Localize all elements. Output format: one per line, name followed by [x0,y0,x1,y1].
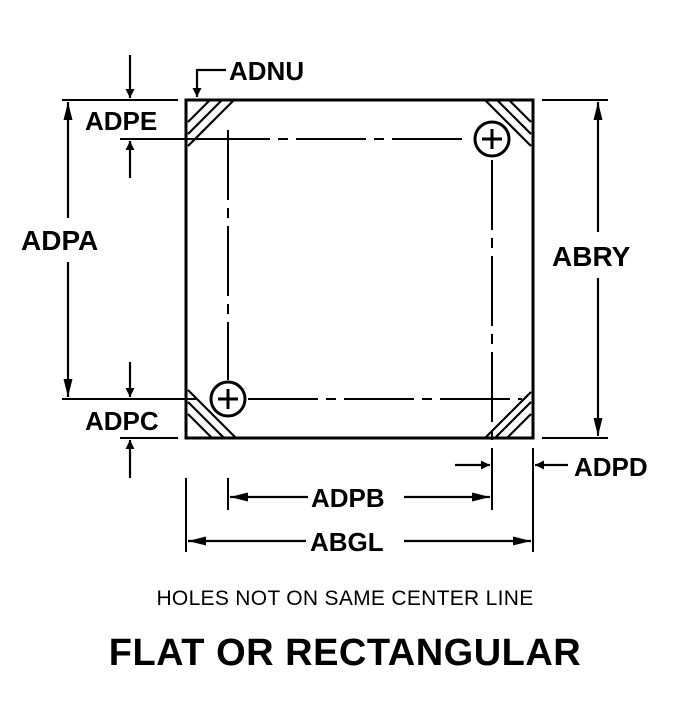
plate-outline [184,98,535,440]
label-adpa: ADPA [21,225,98,256]
subcaption: HOLES NOT ON SAME CENTER LINE [156,587,534,610]
label-abgl: ABGL [310,527,384,557]
extension-lines [62,99,608,552]
label-abry: ABRY [552,241,631,272]
label-adpc: ADPC [85,406,159,436]
figure-title: FLAT OR RECTANGULAR [108,632,582,674]
hole-bottom-left [209,380,247,418]
label-adnu: ADNU [229,56,304,86]
label-adpd: ADPD [574,452,648,482]
center-lines [200,130,522,445]
adnu-leader [192,68,226,97]
label-adpb: ADPB [311,483,385,513]
hole-top-right [473,120,511,158]
label-adpe: ADPE [85,106,157,136]
